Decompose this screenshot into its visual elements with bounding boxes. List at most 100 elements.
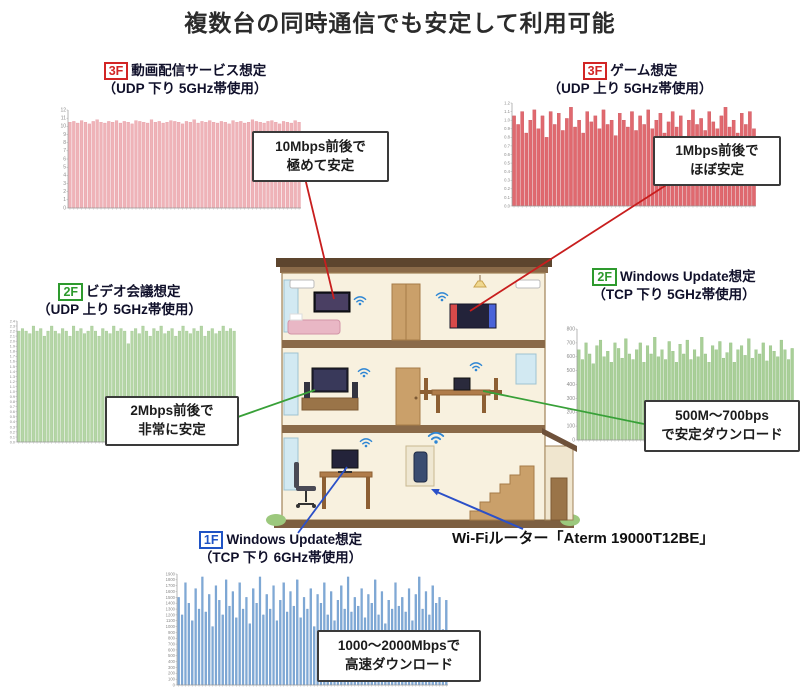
svg-text:1300: 1300 bbox=[166, 607, 176, 612]
wifi-icon bbox=[353, 296, 367, 306]
wifi-icon bbox=[427, 431, 445, 444]
svg-text:0.0: 0.0 bbox=[10, 440, 15, 444]
svg-text:0.1: 0.1 bbox=[10, 435, 15, 439]
svg-text:0.1: 0.1 bbox=[504, 195, 510, 200]
panel-subtitle-text: （UDP 下り 5GHz帯使用） bbox=[102, 81, 268, 96]
svg-text:1100: 1100 bbox=[166, 618, 176, 623]
floor-badge-2f: 2F bbox=[58, 283, 84, 301]
svg-text:0.9: 0.9 bbox=[10, 395, 15, 399]
wifi-router bbox=[405, 445, 435, 487]
floor-badge-3f: 3F bbox=[103, 62, 129, 80]
svg-text:1200: 1200 bbox=[166, 612, 176, 617]
svg-text:600: 600 bbox=[168, 647, 176, 652]
svg-text:1000: 1000 bbox=[166, 624, 176, 629]
svg-text:0.4: 0.4 bbox=[10, 420, 15, 424]
callout-line: 1Mbps前後で bbox=[675, 143, 759, 159]
aircon bbox=[289, 279, 315, 289]
router-label: Wi-Fiルーター「Aterm 19000T12BE」 bbox=[452, 530, 715, 547]
page-title: 複数台の同時通信でも安定して利用可能 bbox=[184, 10, 616, 36]
svg-text:0: 0 bbox=[173, 682, 176, 687]
svg-text:600: 600 bbox=[567, 354, 576, 360]
panel-title-text: Windows Update想定 bbox=[226, 532, 363, 547]
svg-text:2.0: 2.0 bbox=[10, 340, 15, 344]
floor-badge-3f: 3F bbox=[582, 62, 608, 80]
callout-3f-game: 1Mbps前後で ほぼ安定 bbox=[653, 136, 781, 186]
svg-text:100: 100 bbox=[567, 424, 576, 430]
svg-text:0.8: 0.8 bbox=[504, 135, 510, 140]
house-left-windows bbox=[283, 279, 299, 491]
house-2f bbox=[301, 353, 537, 426]
svg-text:1.5: 1.5 bbox=[10, 365, 15, 369]
svg-text:800: 800 bbox=[168, 636, 176, 641]
callout-1f-update: 1000〜2000Mbpsで 高速ダウンロード bbox=[317, 630, 481, 682]
svg-text:0: 0 bbox=[572, 437, 575, 443]
wifi-icon bbox=[469, 362, 483, 372]
house-3f bbox=[287, 275, 541, 341]
callout-line: で安定ダウンロード bbox=[661, 427, 783, 442]
svg-text:1.2: 1.2 bbox=[504, 100, 510, 105]
svg-text:2.4: 2.4 bbox=[10, 319, 15, 323]
panel-subtitle-text: （TCP 下り 5GHz帯使用） bbox=[592, 287, 756, 302]
panel-title-text: ビデオ会議想定 bbox=[86, 284, 181, 299]
interior-door bbox=[395, 367, 421, 426]
window bbox=[515, 353, 537, 385]
svg-text:1800: 1800 bbox=[166, 577, 176, 582]
svg-text:300: 300 bbox=[168, 665, 176, 670]
svg-text:700: 700 bbox=[168, 642, 176, 647]
aircon bbox=[515, 279, 541, 289]
svg-text:3: 3 bbox=[63, 181, 66, 187]
svg-text:0.2: 0.2 bbox=[10, 430, 15, 434]
svg-text:1.4: 1.4 bbox=[10, 370, 15, 374]
callout-line: 2Mbps前後で bbox=[130, 403, 214, 419]
callout-line: 極めて安定 bbox=[286, 157, 355, 173]
closet bbox=[391, 283, 421, 341]
svg-text:0: 0 bbox=[63, 205, 66, 211]
svg-text:6: 6 bbox=[63, 156, 66, 162]
svg-text:0.9: 0.9 bbox=[504, 126, 510, 131]
panel-subtitle-text: （UDP 上り 5GHz帯使用） bbox=[547, 81, 713, 96]
svg-text:1.1: 1.1 bbox=[504, 109, 510, 114]
svg-text:2.3: 2.3 bbox=[10, 324, 15, 328]
callout-2f-videoconf: 2Mbps前後で 非常に安定 bbox=[105, 396, 239, 446]
callout-line: 高速ダウンロード bbox=[345, 657, 453, 672]
av-cabinet bbox=[301, 367, 359, 411]
svg-text:2.2: 2.2 bbox=[10, 330, 15, 334]
wall-tv bbox=[313, 291, 351, 313]
svg-text:8: 8 bbox=[63, 140, 66, 146]
svg-text:900: 900 bbox=[168, 630, 176, 635]
svg-text:500: 500 bbox=[168, 653, 176, 658]
svg-text:1: 1 bbox=[63, 197, 66, 203]
svg-text:1.6: 1.6 bbox=[10, 360, 15, 364]
svg-text:1.1: 1.1 bbox=[10, 385, 15, 389]
bed bbox=[287, 313, 341, 335]
callout-3f-streaming: 10Mbps前後で 極めて安定 bbox=[252, 131, 389, 182]
svg-text:7: 7 bbox=[63, 148, 66, 154]
house-floor-slabs bbox=[282, 340, 545, 433]
svg-text:0.5: 0.5 bbox=[504, 161, 510, 166]
floor-badge-2f: 2F bbox=[592, 268, 617, 286]
wifi-icon bbox=[359, 438, 373, 448]
svg-text:200: 200 bbox=[168, 671, 176, 676]
panel-subtitle-text: （UDP 上り 5GHz帯使用） bbox=[37, 302, 202, 317]
svg-text:11: 11 bbox=[61, 116, 66, 122]
svg-text:0.3: 0.3 bbox=[10, 425, 15, 429]
svg-text:1600: 1600 bbox=[166, 589, 176, 594]
svg-text:0.4: 0.4 bbox=[504, 169, 510, 174]
tablet-device bbox=[453, 377, 471, 391]
game-console-screen bbox=[449, 303, 497, 329]
svg-text:100: 100 bbox=[168, 677, 176, 682]
svg-text:4: 4 bbox=[63, 173, 66, 179]
floor-badge-1f: 1F bbox=[198, 531, 224, 549]
svg-text:1.3: 1.3 bbox=[10, 375, 15, 379]
callout-line: 非常に安定 bbox=[138, 422, 206, 437]
svg-text:1500: 1500 bbox=[166, 595, 176, 600]
